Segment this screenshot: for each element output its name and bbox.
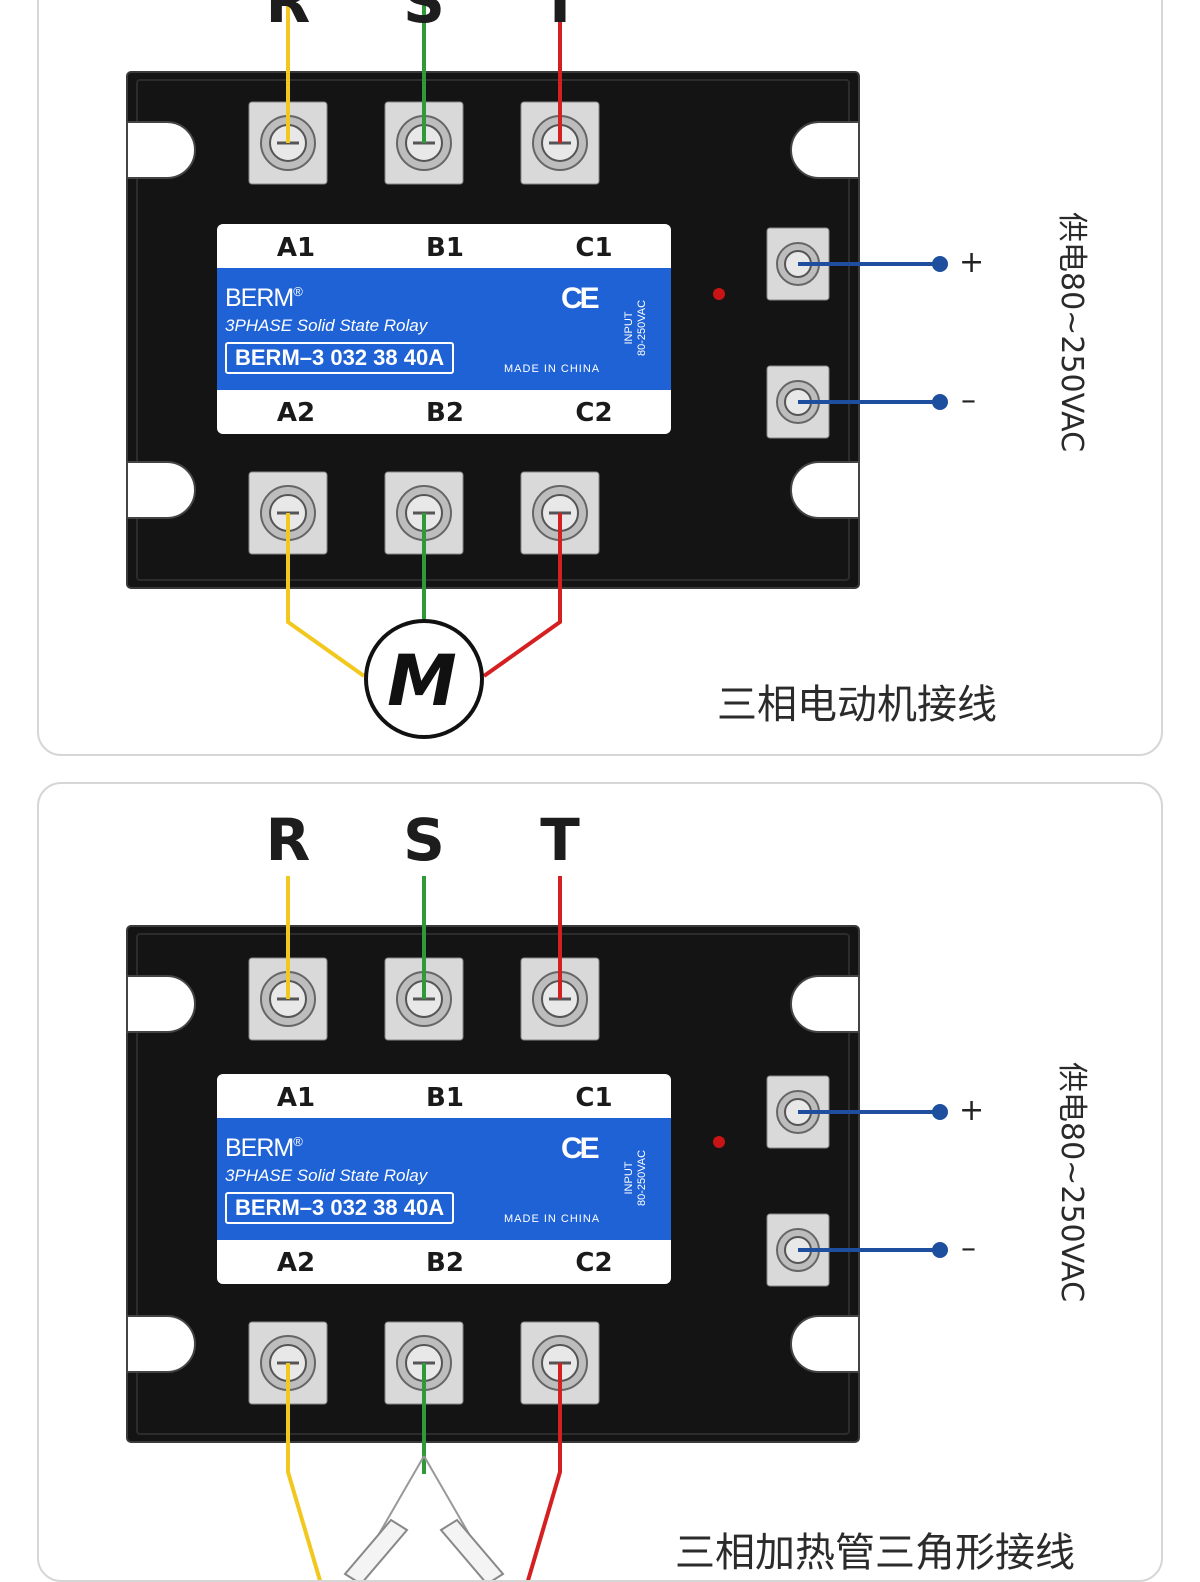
control-minus-dot [932,1242,948,1258]
model-number: BERM–3 032 38 40A [225,1192,455,1224]
wire-C2-motor [482,513,562,678]
phase-label-R: R [265,0,311,36]
terminal-label-A2: A2 [276,1248,316,1278]
supply-voltage-label: 供电80~250VAC [1054,212,1089,453]
terminal-label-C2: C2 [575,1248,613,1278]
ce-mark: CE [561,1132,600,1165]
terminal-label-A2: A2 [276,398,316,428]
caption-motor-wiring: 三相电动机接线 [717,682,997,728]
terminal-A2 [248,471,328,555]
phase-label-T: T [540,0,580,36]
made-in-label: MADE IN CHINA [504,1213,601,1225]
relay-diagram [126,876,948,1580]
terminal-label-C2: C2 [575,398,613,428]
phase-label-R: R [265,806,311,874]
wiring-panel-motor: R S T A1 B1 C1 A2 B2 C2 BERM® 3PHASE Sol… [37,0,1163,756]
ce-mark: CE [561,282,600,315]
status-led [713,1136,725,1148]
phase-label-S: S [403,0,445,36]
wiring-panel-heater-delta: R S T A1 B1 C1 A2 B2 C2 BERM® 3PHASE Sol… [37,782,1163,1582]
relay-diagram [126,2,948,739]
control-plus-dot [932,1104,948,1120]
minus-label: – [961,383,976,418]
input-label: INPUT [623,1161,635,1195]
supply-voltage-label: 供电80~250VAC [1054,1062,1089,1303]
control-plus-dot [932,256,948,272]
wire-A2-motor [286,513,366,678]
control-minus-dot [932,394,948,410]
caption-heater-delta-wiring: 三相加热管三角形接线 [675,1530,1075,1576]
minus-label: – [961,1231,976,1266]
heater-tube-right [423,1455,505,1580]
terminal-label-C1: C1 [575,1083,613,1113]
input-rating: INPUT 80-250VAC [623,1130,651,1226]
heater-tube-left [343,1455,425,1580]
product-description: 3PHASE Solid State Rolay [225,1166,428,1185]
input-range: 80-250VAC [636,1149,648,1207]
terminal-label-C1: C1 [575,233,613,263]
label-plate [217,1074,671,1284]
plus-label: + [959,1093,985,1128]
input-label: INPUT [623,311,635,345]
phase-label-T: T [540,806,580,874]
input-rating: INPUT 80-250VAC [623,280,651,376]
made-in-label: MADE IN CHINA [504,363,601,375]
terminal-label-A1: A1 [276,233,316,263]
terminal-label-B1: B1 [426,1083,464,1113]
status-led [713,288,725,300]
brand-name: BERM® [225,284,303,312]
phase-label-S: S [403,806,445,874]
model-number: BERM–3 032 38 40A [225,342,455,374]
motor-symbol [364,619,484,739]
brand-name: BERM® [225,1134,303,1162]
plus-label: + [959,245,985,280]
terminal-label-B2: B2 [426,1248,464,1278]
motor-label: M [387,640,457,722]
terminal-label-A1: A1 [276,1083,316,1113]
terminal-label-B2: B2 [426,398,464,428]
label-plate [217,224,671,434]
terminal-label-B1: B1 [426,233,464,263]
input-range: 80-250VAC [636,299,648,357]
product-description: 3PHASE Solid State Rolay [225,316,428,335]
